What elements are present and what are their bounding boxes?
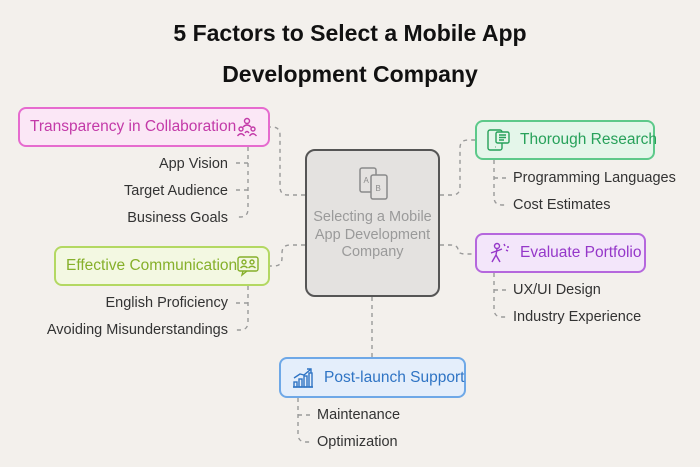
list-item: Cost Estimates bbox=[513, 197, 611, 213]
list-item: Industry Experience bbox=[513, 309, 642, 325]
factor-communication-label: Effective Communication bbox=[66, 257, 238, 274]
list-item: Business Goals bbox=[127, 210, 228, 226]
page-title-line-1: 5 Factors to Select a Mobile App bbox=[173, 20, 527, 46]
list-item: Target Audience bbox=[124, 183, 228, 199]
list-item: UX/UI Design bbox=[513, 282, 601, 298]
mobile-app-ab-icon: A B bbox=[359, 167, 388, 200]
center-node-label: Selecting a Mobile App Development Compa… bbox=[313, 209, 432, 260]
growth-chart-icon bbox=[293, 367, 313, 388]
team-collaboration-icon bbox=[237, 117, 258, 137]
factor-post-launch-label: Post-launch Support bbox=[324, 368, 465, 386]
page-title-line-2: Development Company bbox=[222, 61, 478, 87]
svg-text:B: B bbox=[376, 184, 381, 193]
center-node: A B Selecting a Mobile App Development C… bbox=[305, 149, 440, 297]
factor-transparency: Transparency in Collaboration bbox=[18, 107, 270, 147]
factor-transparency-label: Transparency in Collaboration bbox=[30, 118, 237, 135]
list-item: Avoiding Misunderstandings bbox=[46, 322, 228, 338]
factor-post-launch: Post-launch Support bbox=[279, 357, 466, 398]
factor-research: Thorough Research bbox=[475, 120, 657, 160]
list-item: English Proficiency bbox=[105, 295, 229, 311]
conversation-icon bbox=[237, 256, 259, 277]
factor-portfolio-label: Evaluate Portfolio bbox=[520, 244, 642, 261]
list-item: Maintenance bbox=[317, 407, 401, 423]
portfolio-person-icon bbox=[490, 242, 509, 263]
list-item: Programming Languages bbox=[513, 170, 676, 186]
research-document-icon bbox=[487, 129, 510, 151]
factor-communication: Effective Communication bbox=[54, 246, 270, 286]
list-item: Optimization bbox=[317, 434, 398, 450]
factor-portfolio: Evaluate Portfolio bbox=[475, 233, 646, 273]
svg-text:A: A bbox=[364, 176, 370, 185]
factor-research-label: Thorough Research bbox=[520, 131, 657, 148]
list-item: App Vision bbox=[158, 156, 228, 172]
